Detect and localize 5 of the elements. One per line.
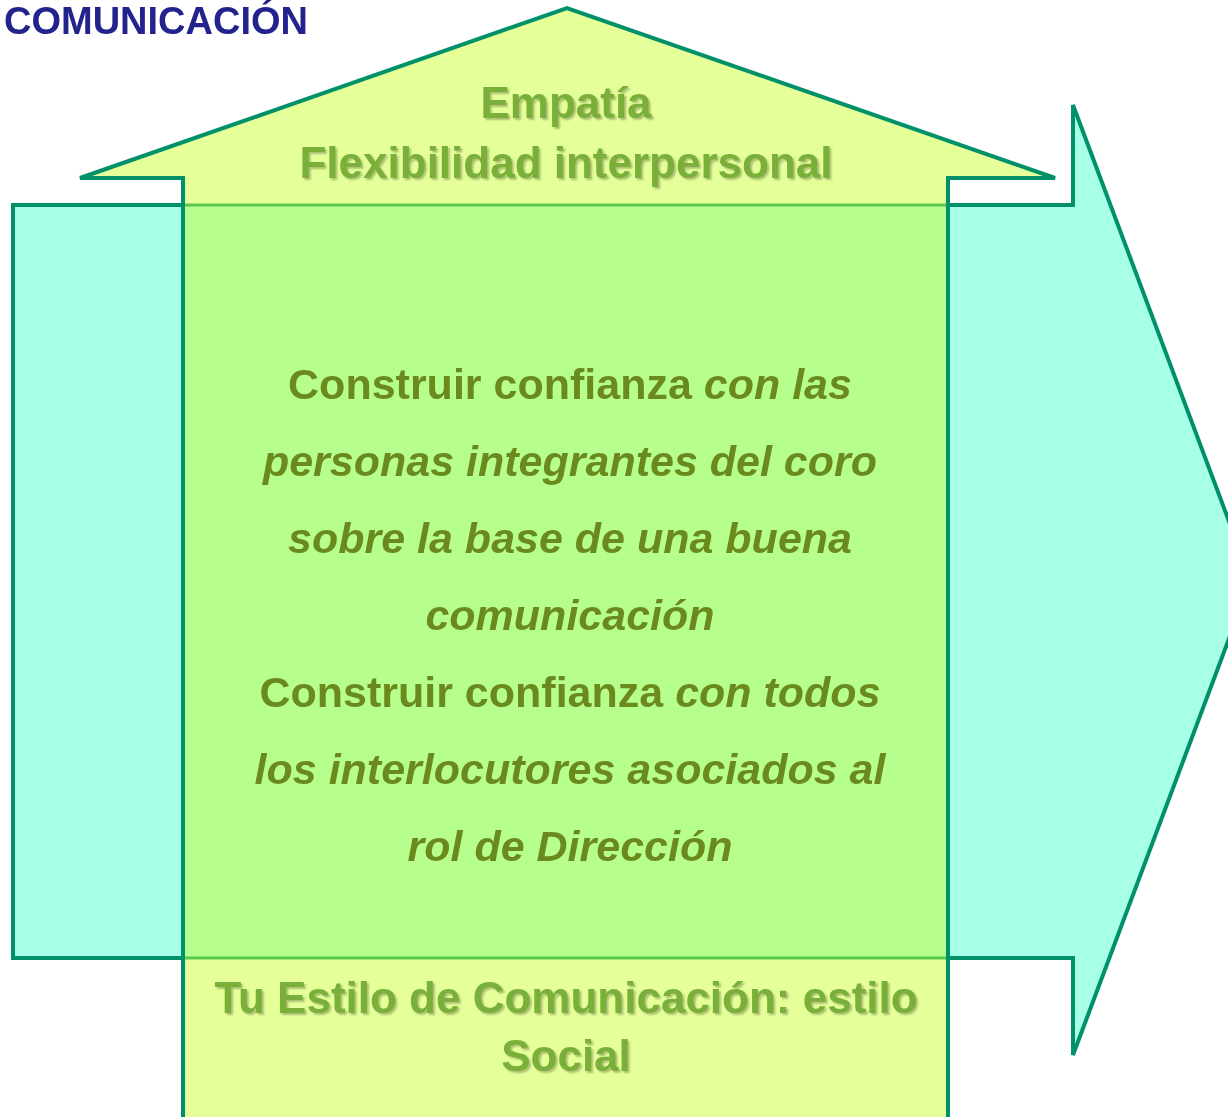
arrow-label: Flexibilidad interpersonal — [298, 137, 834, 189]
arrow-label: Tu Estilo de Comunicación: estilo Social — [213, 972, 919, 1082]
arrow-label: Empatía — [479, 77, 653, 129]
title: COMUNICACIÓN — [4, 0, 308, 43]
center-text: Construir confianza con todos los interlocutores asociados al rol de Dirección — [253, 666, 887, 872]
